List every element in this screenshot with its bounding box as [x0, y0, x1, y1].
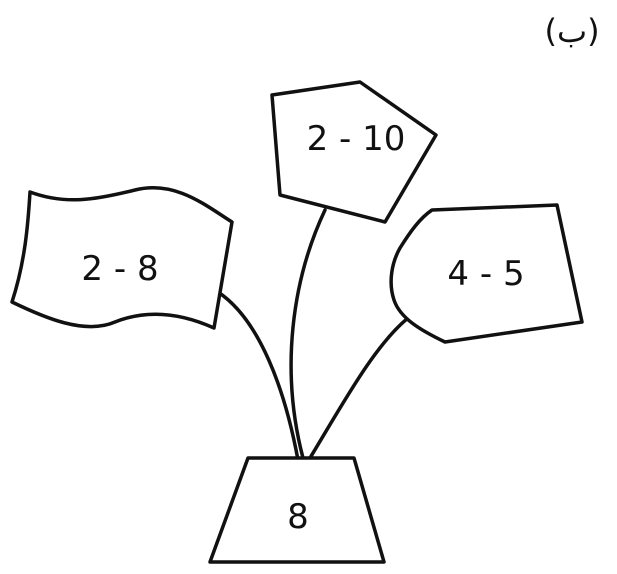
stem-right: [308, 316, 410, 460]
pot-label: 8: [287, 497, 309, 537]
pentagon-label: 2 - 10: [307, 119, 406, 159]
pot-shape: [208, 456, 386, 564]
tag-label: 4 - 5: [447, 254, 524, 294]
part-label: (ب): [544, 12, 599, 50]
pot: 8: [208, 456, 386, 564]
flower-tag: 4 - 5: [389, 203, 584, 344]
stem-middle: [289, 208, 327, 460]
pentagon-shape: [270, 80, 438, 224]
flag-label: 2 - 8: [81, 249, 158, 289]
flag-shape: [10, 186, 234, 330]
tag-shape: [389, 203, 584, 344]
flower-flag: 2 - 8: [10, 186, 234, 330]
flower-pentagon: 2 - 10: [270, 80, 438, 224]
stem-left: [216, 290, 300, 462]
